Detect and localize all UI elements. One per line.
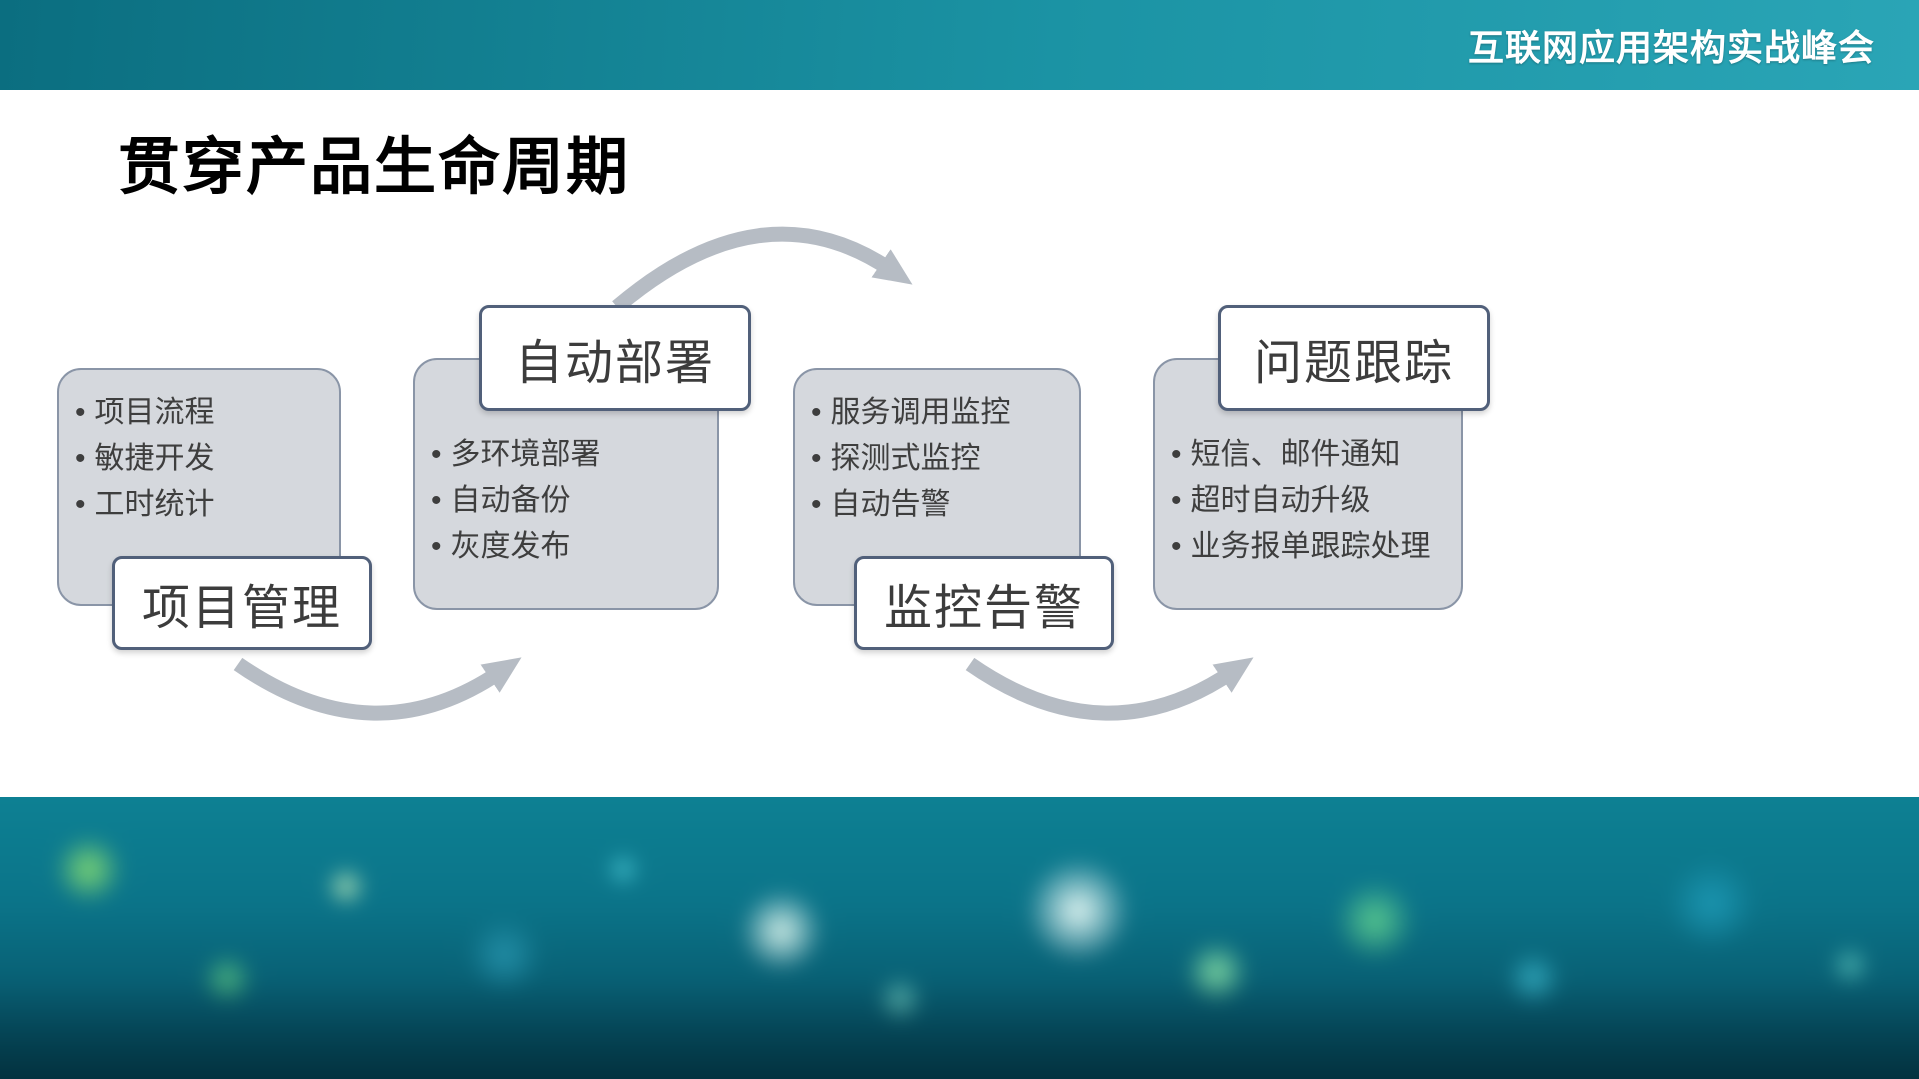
bullet-list: 服务调用监控 探测式监控 自动告警: [811, 390, 1065, 528]
flow-arrow-3-to-4: [965, 657, 1254, 721]
bullet-item: 工时统计: [75, 482, 325, 528]
header-bar: 互联网应用架构实战峰会: [0, 0, 1919, 90]
bullet-item: 自动告警: [811, 482, 1065, 528]
bullet-item: 项目流程: [75, 390, 325, 436]
flow-arrow-1-to-2: [233, 657, 522, 721]
bullet-item: 短信、邮件通知: [1171, 432, 1449, 478]
bullet-item: 探测式监控: [811, 436, 1065, 482]
bullet-item: 敏捷开发: [75, 436, 325, 482]
stage-label-project-management: 项目管理: [112, 556, 372, 650]
stage-label-auto-deploy: 自动部署: [479, 305, 751, 411]
footer-cityscape-image: [0, 797, 1919, 1079]
bullet-item: 业务报单跟踪处理: [1171, 524, 1449, 570]
bullet-item: 灰度发布: [431, 524, 705, 570]
bullet-list: 短信、邮件通知 超时自动升级 业务报单跟踪处理: [1171, 432, 1449, 570]
conference-title: 互联网应用架构实战峰会: [1467, 27, 1875, 68]
cityscape-bokeh-art: [0, 797, 1919, 1079]
bullet-item: 服务调用监控: [811, 390, 1065, 436]
stage-label-monitoring-alert: 监控告警: [854, 556, 1114, 650]
slide-title: 贯穿产品生命周期: [118, 133, 631, 202]
bullet-list: 项目流程 敏捷开发 工时统计: [75, 390, 325, 528]
bullet-item: 超时自动升级: [1171, 478, 1449, 524]
bullet-list: 多环境部署 自动备份 灰度发布: [431, 432, 705, 570]
stage-label-issue-tracking: 问题跟踪: [1218, 305, 1490, 411]
bullet-item: 自动备份: [431, 478, 705, 524]
bullet-item: 多环境部署: [431, 432, 705, 478]
